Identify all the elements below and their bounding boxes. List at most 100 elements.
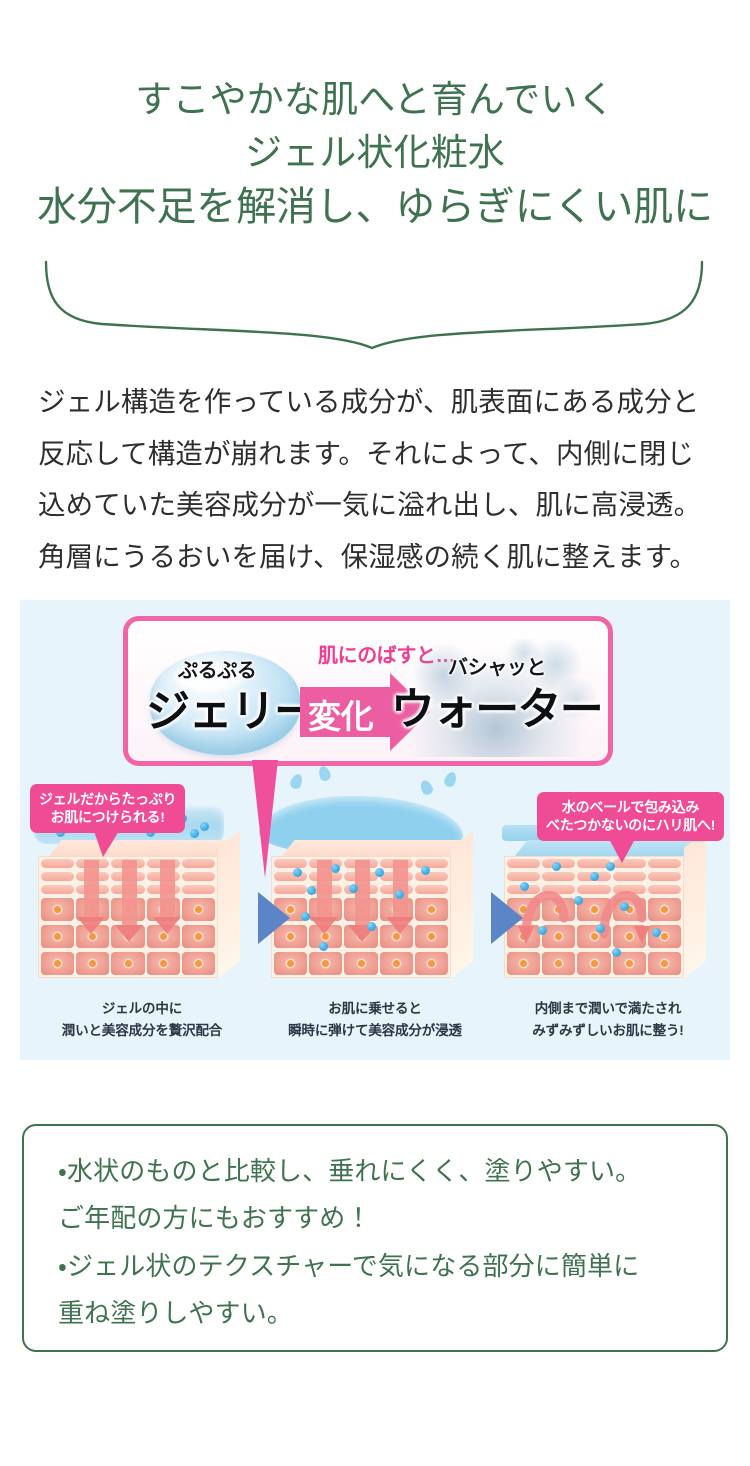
skin-cell-row: [505, 950, 683, 977]
benefit-line-4: 重ね塗りしやすい。: [58, 1297, 293, 1328]
water-splash-icon: [400, 639, 600, 757]
gel-dot-icon: [552, 862, 561, 871]
skin-cell: [647, 898, 682, 921]
banner-pointer-icon: [252, 760, 278, 878]
skin-block-top-face: [282, 840, 475, 856]
corneocyte: [414, 872, 449, 881]
skin-cell: [181, 925, 216, 948]
benefit-line-1: ・水状のものと比較し、垂れにくく、塗りやすい。: [58, 1156, 642, 1186]
skin-diagram-stage-2: [259, 764, 475, 1008]
penetration-arrow-icon: [115, 860, 143, 942]
skin-diagram-stage-1: [34, 804, 242, 1008]
gel-dot-icon: [331, 864, 340, 873]
benefits-note-text: ・水状のものと比較し、垂れにくく、塗りやすい。 ご年配の方にもおすすめ！ ・ジェ…: [58, 1148, 698, 1337]
gel-dot-icon: [538, 926, 547, 935]
stage-caption-3-line-2: みずみずしいお肌に整う!: [532, 1022, 684, 1038]
corneocyte: [612, 859, 646, 868]
skin-cell-row: [39, 950, 217, 977]
corneocyte: [647, 859, 682, 868]
skin-cell: [379, 952, 413, 975]
skin-cell: [111, 952, 145, 975]
gel-dot-icon: [652, 928, 661, 937]
stage-separator-arrow-icon: [491, 892, 523, 944]
stage-caption-2-line-2: 瞬時に弾けて美容成分が浸透: [288, 1022, 462, 1038]
corneocyte: [542, 872, 576, 881]
skin-block-top-face: [49, 840, 242, 856]
benefits-note-box: ・水状のものと比較し、垂れにくく、塗りやすい。 ご年配の方にもおすすめ！ ・ジェ…: [22, 1124, 728, 1352]
corneocyte: [181, 859, 216, 868]
gel-dot-icon: [375, 868, 384, 877]
gel-dot-icon: [349, 884, 358, 893]
callout-bubble-left: ジェルだからたっぷり お肌につけられる!: [30, 784, 186, 857]
skin-cell: [414, 898, 449, 921]
skin-block-right-face: [684, 830, 706, 978]
gel-dot-icon: [606, 862, 615, 871]
benefit-line-2: ご年配の方にもおすすめ！: [58, 1203, 372, 1234]
skin-cell: [41, 925, 75, 948]
gel-dot-icon: [301, 912, 310, 921]
lead-line-4: 角層にうるおいを届け、保湿感の続く肌に整えます。: [38, 541, 698, 573]
corneocyte: [577, 859, 611, 868]
skin-cell: [41, 952, 75, 975]
skin-cell: [274, 952, 308, 975]
corneocyte: [414, 859, 449, 868]
water-big-label: ウォーター: [390, 685, 604, 734]
water-small-label: バシャッと: [448, 657, 546, 679]
change-arrow-label: 変化: [308, 698, 374, 735]
gel-dot-icon: [590, 872, 599, 881]
lead-paragraph: ジェル構造を作っている成分が、肌表面にある成分と 反応して構造が崩れます。それに…: [38, 376, 722, 583]
corneocyte: [41, 872, 75, 881]
gel-dot-icon: [190, 829, 199, 838]
callout-left-tail-icon: [94, 830, 119, 857]
corneocyte: [507, 859, 541, 868]
arrow-shaft: [300, 687, 392, 737]
gel-dot-icon: [612, 948, 621, 957]
corneocyte: [181, 885, 216, 894]
skin-cell: [181, 952, 216, 975]
skin-cell: [344, 952, 378, 975]
callout-right-line-2: べたつかないのにハリ肌へ!: [545, 817, 715, 834]
skin-cell: [647, 952, 682, 975]
callout-right-line-1: 水のベールで包み込み: [561, 799, 700, 815]
corneocyte: [507, 872, 541, 881]
gel-dot-icon: [200, 822, 209, 831]
stage-caption-2-line-1: お肌に乗せると: [328, 1001, 422, 1016]
stage-caption-3-line-1: 内側まで潤いで満たされ: [534, 1001, 682, 1016]
corneocyte: [414, 885, 449, 894]
penetration-arrow-icon: [310, 860, 338, 934]
skin-cell-row: [272, 950, 450, 977]
skin-cell: [414, 925, 449, 948]
corneocyte: [577, 885, 611, 894]
gel-dot-icon: [293, 868, 302, 877]
corneocyte: [181, 872, 216, 881]
lead-line-3: 込めていた美容成分が一気に溢れ出し、肌に高浸透。: [38, 489, 702, 521]
gel-dot-icon: [520, 882, 529, 891]
stage-caption-2: お肌に乗せると 瞬時に弾けて美容成分が浸透: [255, 998, 495, 1042]
page-title: すこやかな肌へと育んでいく ジェル状化粧水 水分不足を解消し、ゆらぎにくい肌に: [0, 74, 750, 236]
corneocyte: [41, 885, 75, 894]
skin-cell: [181, 898, 216, 921]
penetration-arrow-icon: [153, 860, 181, 934]
skin-cell: [414, 952, 449, 975]
jelly-small-label: ぷるぷる: [178, 660, 257, 682]
corneocyte: [274, 872, 308, 881]
skin-cell: [507, 952, 541, 975]
gel-dot-icon: [421, 866, 430, 875]
callout-left-line-1: ジェルだからたっぷり: [39, 791, 177, 807]
stage-caption-1-line-2: 潤いと美容成分を贅沢配合: [61, 1022, 223, 1038]
stage-caption-3: 内側まで潤いで満たされ みずみずしいお肌に整う!: [488, 998, 728, 1042]
corneocyte: [647, 885, 682, 894]
jelly-big-label: ジェリー: [146, 687, 318, 736]
skin-diagram-stage-3: [502, 825, 708, 1008]
skin-cell: [612, 952, 646, 975]
corneocyte: [647, 872, 682, 881]
corneocyte: [274, 859, 308, 868]
page-title-line-1: すこやかな肌へと育んでいく: [135, 79, 615, 120]
jelly-drop-icon: [150, 651, 300, 755]
corneocyte: [612, 872, 646, 881]
corneocyte: [612, 885, 646, 894]
gel-dot-icon: [395, 890, 404, 899]
gel-dot-icon: [319, 942, 328, 951]
mechanism-illustration: ぷるぷる ジェリー 肌にのばすと… 変化 バシャッと ウォーター ジェルだからた…: [20, 600, 730, 1060]
water-droplet-icon: [442, 770, 459, 789]
